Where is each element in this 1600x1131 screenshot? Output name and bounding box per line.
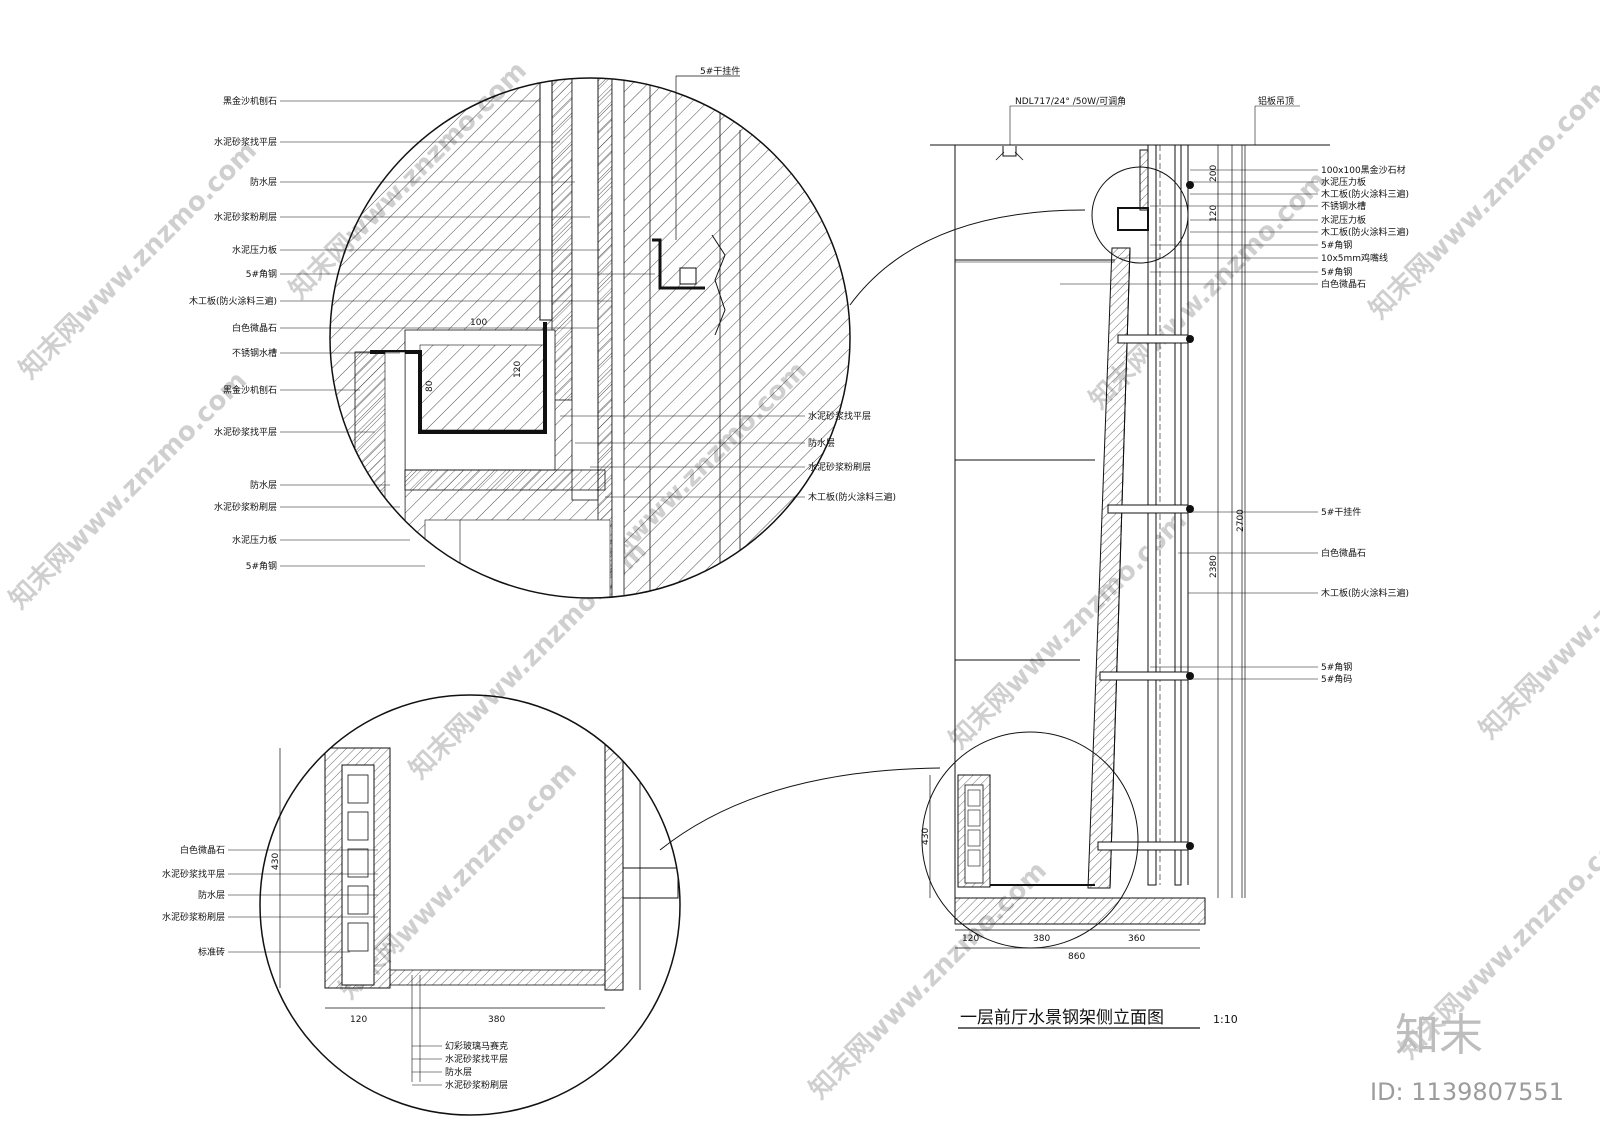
bottom-labels: 幻彩玻璃马赛克 水泥砂浆找平层 防水层 水泥砂浆粉刷层 [411, 975, 508, 1091]
lamp-label: NDL717/24° /50W/可调角 [1015, 95, 1126, 107]
layer-label: 黑金沙机刨石 [223, 384, 277, 396]
watermark-text: 知末网www.znzmo.com [14, 136, 263, 385]
watermark-text: 知末网www.znzmo.com [4, 366, 253, 615]
elevation-labels-mid: 5#干挂件 白色微晶石 木工板(防火涂料三遍) 5#角钢 5#角码 [1150, 506, 1409, 685]
layer-label: 水泥砂浆找平层 [808, 410, 871, 422]
layer-label: 水泥砂浆粉刷层 [214, 211, 277, 223]
layer-label: 5#角钢 [1321, 239, 1352, 251]
watermark-text: 知末网www.znzmo.com [804, 856, 1053, 1105]
layer-label: 防水层 [250, 176, 277, 188]
layer-label: 木工板(防火涂料三遍) [1321, 226, 1409, 238]
layer-label: 5#干挂件 [1321, 506, 1361, 518]
layer-label: 木工板(防火涂料三遍) [808, 491, 896, 503]
layer-label: 黑金沙机刨石 [223, 95, 277, 107]
dim-label: 380 [1033, 934, 1050, 944]
layer-label: 防水层 [445, 1066, 472, 1078]
drawing-scale: 1:10 [1213, 1013, 1238, 1026]
layer-label: 水泥砂浆找平层 [214, 136, 277, 148]
watermark-text: 知末网www.znzmo.com [1364, 76, 1600, 325]
layer-label: 5#角钢 [1321, 266, 1352, 278]
layer-label: 5#角钢 [246, 560, 277, 572]
dim-label: 200 [1209, 165, 1219, 182]
layer-label: 白色微晶石 [180, 844, 225, 856]
layer-label: 防水层 [250, 479, 277, 491]
layer-label: 5#角码 [1321, 673, 1352, 685]
layer-label: 水泥砂浆找平层 [214, 426, 277, 438]
layer-label: 水泥砂浆粉刷层 [214, 501, 277, 513]
watermark-id: ID: 1139807551 [1370, 1078, 1564, 1106]
dim-label: 430 [921, 828, 931, 845]
layer-label: 水泥砂浆粉刷层 [808, 461, 871, 473]
layer-label: 水泥压力板 [232, 244, 277, 256]
bottom-left-labels: 白色微晶石 水泥砂浆找平层 防水层 水泥砂浆粉刷层 标准砖 [162, 844, 378, 958]
layer-label: 不锈钢水槽 [232, 347, 277, 359]
dim-label: 120 [962, 934, 979, 944]
layer-label: 水泥砂浆粉刷层 [445, 1079, 508, 1091]
top-right-labels: 水泥砂浆找平层 防水层 水泥砂浆粉刷层 木工板(防火涂料三遍) [560, 410, 896, 503]
layer-label: 防水层 [808, 437, 835, 449]
layer-label: 水泥压力板 [1321, 214, 1366, 226]
layer-label: 5#角钢 [246, 268, 277, 280]
dim-label: 120 [1209, 205, 1219, 222]
detail-circle-bottom: 430 120 380 白色微晶石 水泥砂浆找平层 防水层 水泥砂浆粉刷层 标准… [162, 694, 681, 1116]
dim-label: 120 [350, 1015, 367, 1025]
layer-label: 100x100黑金沙石材 [1321, 164, 1406, 176]
dim-label: 380 [488, 1015, 505, 1025]
layer-label: 白色微晶石 [1321, 547, 1366, 559]
layer-label: 不锈钢水槽 [1321, 200, 1366, 212]
watermark-logo: 知末 [1395, 1010, 1483, 1061]
dim-label: 360 [1128, 934, 1145, 944]
layer-label: 白色微晶石 [1321, 278, 1366, 290]
dim-label: 2380 [1209, 555, 1219, 578]
dim-label: 2700 [1236, 509, 1246, 532]
layer-label: 水泥砂浆找平层 [162, 868, 225, 880]
ceiling-label: 铝板吊顶 [1258, 95, 1294, 107]
elevation-drawing: NDL717/24° /50W/可调角 铝板吊顶 [921, 95, 1409, 1029]
dim-label: 430 [271, 853, 281, 870]
layer-label: 幻彩玻璃马赛克 [445, 1040, 508, 1052]
layer-label: 防水层 [198, 889, 225, 901]
layer-label: 木工板(防火涂料三遍) [189, 295, 277, 307]
layer-label: 木工板(防火涂料三遍) [1321, 188, 1409, 200]
layer-label: 水泥砂浆找平层 [445, 1053, 508, 1065]
layer-label: 10x5mm鸡嘴线 [1321, 252, 1388, 264]
drawing-title: 一层前厅水景钢架侧立面图 [960, 1008, 1164, 1028]
dim-label: 100 [470, 318, 487, 328]
dim-label: 80 [425, 380, 435, 392]
layer-label: 5#角钢 [1321, 661, 1352, 673]
dim-label: 860 [1068, 952, 1085, 962]
layer-label: 水泥压力板 [1321, 176, 1366, 188]
elevation-labels-top: 100x100黑金沙石材 水泥压力板 木工板(防火涂料三遍) 不锈钢水槽 水泥压… [1060, 164, 1409, 290]
top-label: 5#干挂件 [700, 65, 740, 77]
layer-label: 木工板(防火涂料三遍) [1321, 587, 1409, 599]
top-left-labels: 黑金沙机刨石 水泥砂浆找平层 防水层 水泥砂浆粉刷层 水泥压力板 5#角钢 木工… [189, 95, 655, 572]
dim-label: 120 [513, 361, 523, 378]
layer-label: 标准砖 [198, 946, 225, 958]
layer-label: 水泥压力板 [232, 534, 277, 546]
layer-label: 白色微晶石 [232, 322, 277, 334]
layer-label: 水泥砂浆粉刷层 [162, 911, 225, 923]
detail-circle-top: 100 80 120 5#干挂件 黑金沙机刨石 水泥砂浆找平层 防水层 水泥砂浆… [189, 65, 896, 599]
watermark-text: 知末网www.znzmo.com [1474, 496, 1600, 745]
